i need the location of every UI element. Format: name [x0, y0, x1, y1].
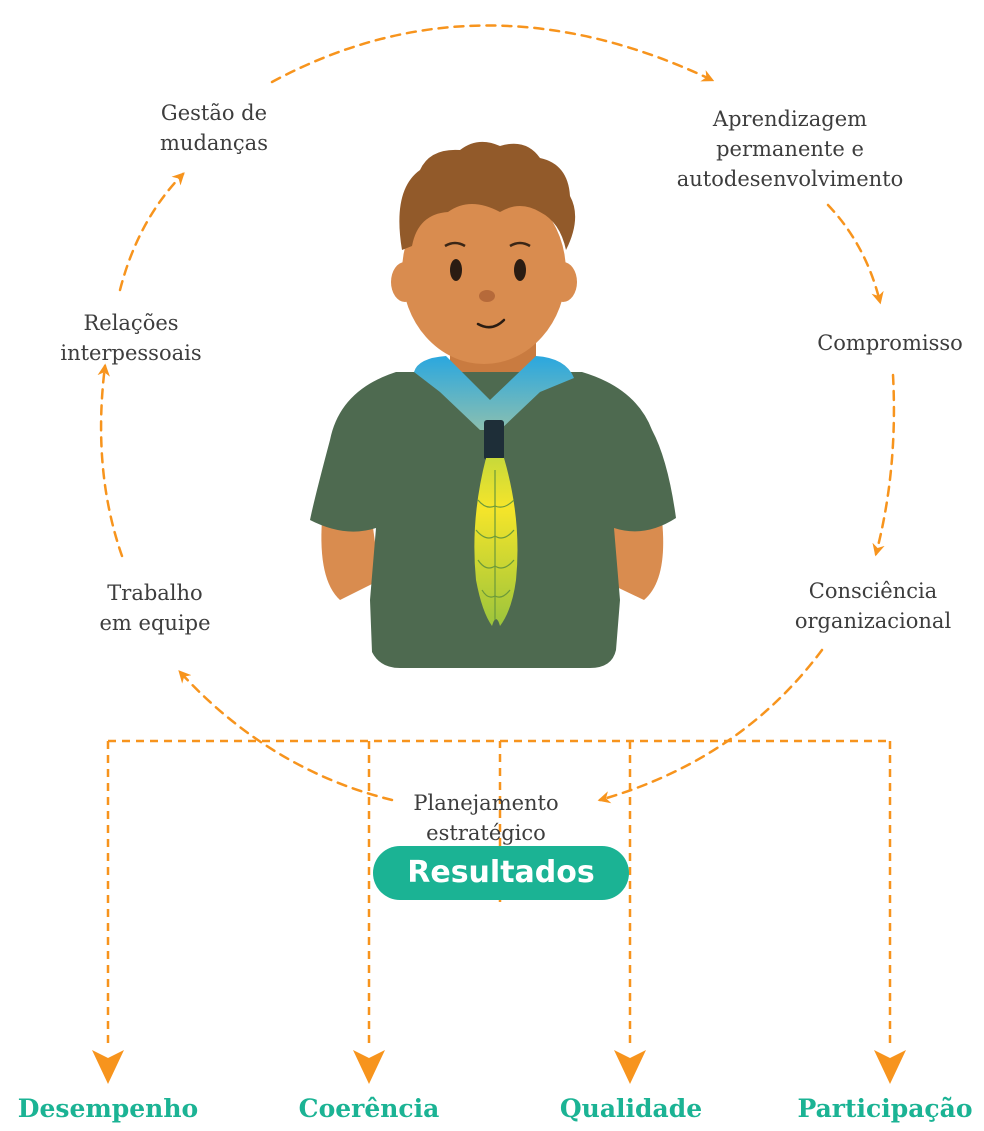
- cycle-item-compromisso: Compromisso: [817, 331, 963, 355]
- result-arrowhead-participacao: [874, 1050, 906, 1084]
- results-tree: [106, 739, 892, 1045]
- scarf: [414, 356, 574, 430]
- neckerchief-feather: [474, 458, 518, 626]
- cycle-arrow-planejamento-to-trabalho: [178, 670, 394, 802]
- results-title-badge: Resultados: [373, 846, 629, 900]
- cycle-item-relacoes: Relações interpessoais: [60, 311, 202, 365]
- result-arrowhead-qualidade: [614, 1050, 646, 1084]
- result-arrowhead-desempenho: [92, 1050, 124, 1084]
- cycle-arrow-consciencia-to-planejamento: [597, 648, 824, 804]
- cycle-item-aprendizagem: Aprendizagem permanente e autodesenvolvi…: [676, 107, 904, 191]
- result-desempenho: Desempenho: [17, 1094, 199, 1123]
- cycle-arrow-aprendizagem-to-compromisso: [826, 203, 884, 305]
- result-arrowhead-coerencia: [353, 1050, 385, 1084]
- head: [402, 180, 566, 364]
- cycle-item-consciencia: Consciência organizacional: [794, 579, 952, 633]
- result-qualidade: Qualidade: [559, 1094, 703, 1123]
- cycle-item-planejamento: Planejamento estratégico: [413, 791, 559, 845]
- cycle-arrow-gestao-to-aprendizagem: [270, 24, 715, 84]
- cycle-item-trabalho: Trabalho em equipe: [99, 581, 211, 635]
- cycle-arrow-relacoes-to-gestao: [118, 172, 185, 292]
- result-coerencia: Coerência: [298, 1094, 440, 1123]
- cycle-item-gestao: Gestão de mudanças: [160, 101, 268, 155]
- cycle-arrow-compromisso-to-consciencia: [872, 373, 896, 557]
- cycle-arrow-trabalho-to-relacoes: [97, 363, 124, 558]
- result-participacao: Participação: [797, 1094, 973, 1123]
- hair: [399, 141, 576, 250]
